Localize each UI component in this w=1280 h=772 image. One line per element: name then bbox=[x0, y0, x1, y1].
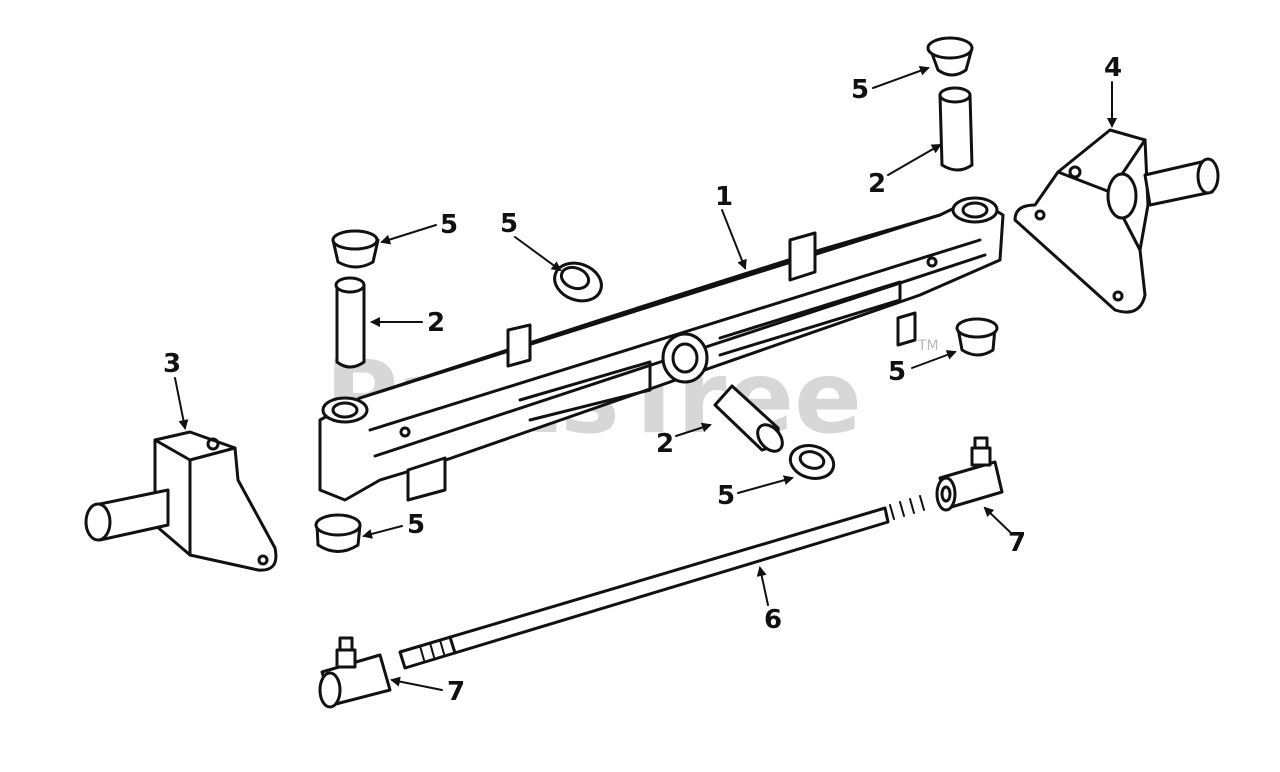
leader-arrows bbox=[174, 66, 1117, 691]
callout-7-right: 7 bbox=[1008, 528, 1026, 558]
callout-5-right: 5 bbox=[888, 357, 906, 387]
spacer-tube-upper-right bbox=[938, 86, 974, 172]
callout-5-center-top: 5 bbox=[500, 209, 518, 239]
bushing-bottom-left bbox=[314, 513, 362, 553]
bushing-right bbox=[955, 317, 999, 357]
watermark-trademark: TM bbox=[917, 338, 939, 354]
spindle-left bbox=[84, 430, 278, 572]
callout-2-left: 2 bbox=[427, 308, 445, 338]
callout-5-top-right: 5 bbox=[851, 75, 869, 105]
callout-5-center: 5 bbox=[717, 481, 735, 511]
callout-4: 4 bbox=[1104, 53, 1122, 83]
callout-6: 6 bbox=[764, 605, 782, 635]
callout-2-center: 2 bbox=[656, 429, 674, 459]
nut-top-right bbox=[926, 36, 974, 77]
spacer-tube-left bbox=[334, 276, 366, 369]
callout-5-top-left: 5 bbox=[440, 210, 458, 240]
bushing-top-left bbox=[331, 229, 380, 269]
callout-7-left: 7 bbox=[447, 677, 465, 707]
spacer-tube-center bbox=[713, 384, 784, 453]
tie-rod-end-left bbox=[318, 636, 392, 709]
bushing-center-top bbox=[553, 261, 603, 303]
spindle-right bbox=[1013, 128, 1220, 314]
callout-1: 1 bbox=[715, 182, 733, 212]
callout-2-right: 2 bbox=[868, 169, 886, 199]
nut-center bbox=[788, 444, 836, 480]
axle-beam bbox=[318, 196, 1005, 502]
callout-5-bottom-left: 5 bbox=[407, 510, 425, 540]
tie-rod-end-right bbox=[935, 436, 1004, 512]
callout-3: 3 bbox=[163, 349, 181, 379]
tie-rod bbox=[398, 495, 925, 670]
